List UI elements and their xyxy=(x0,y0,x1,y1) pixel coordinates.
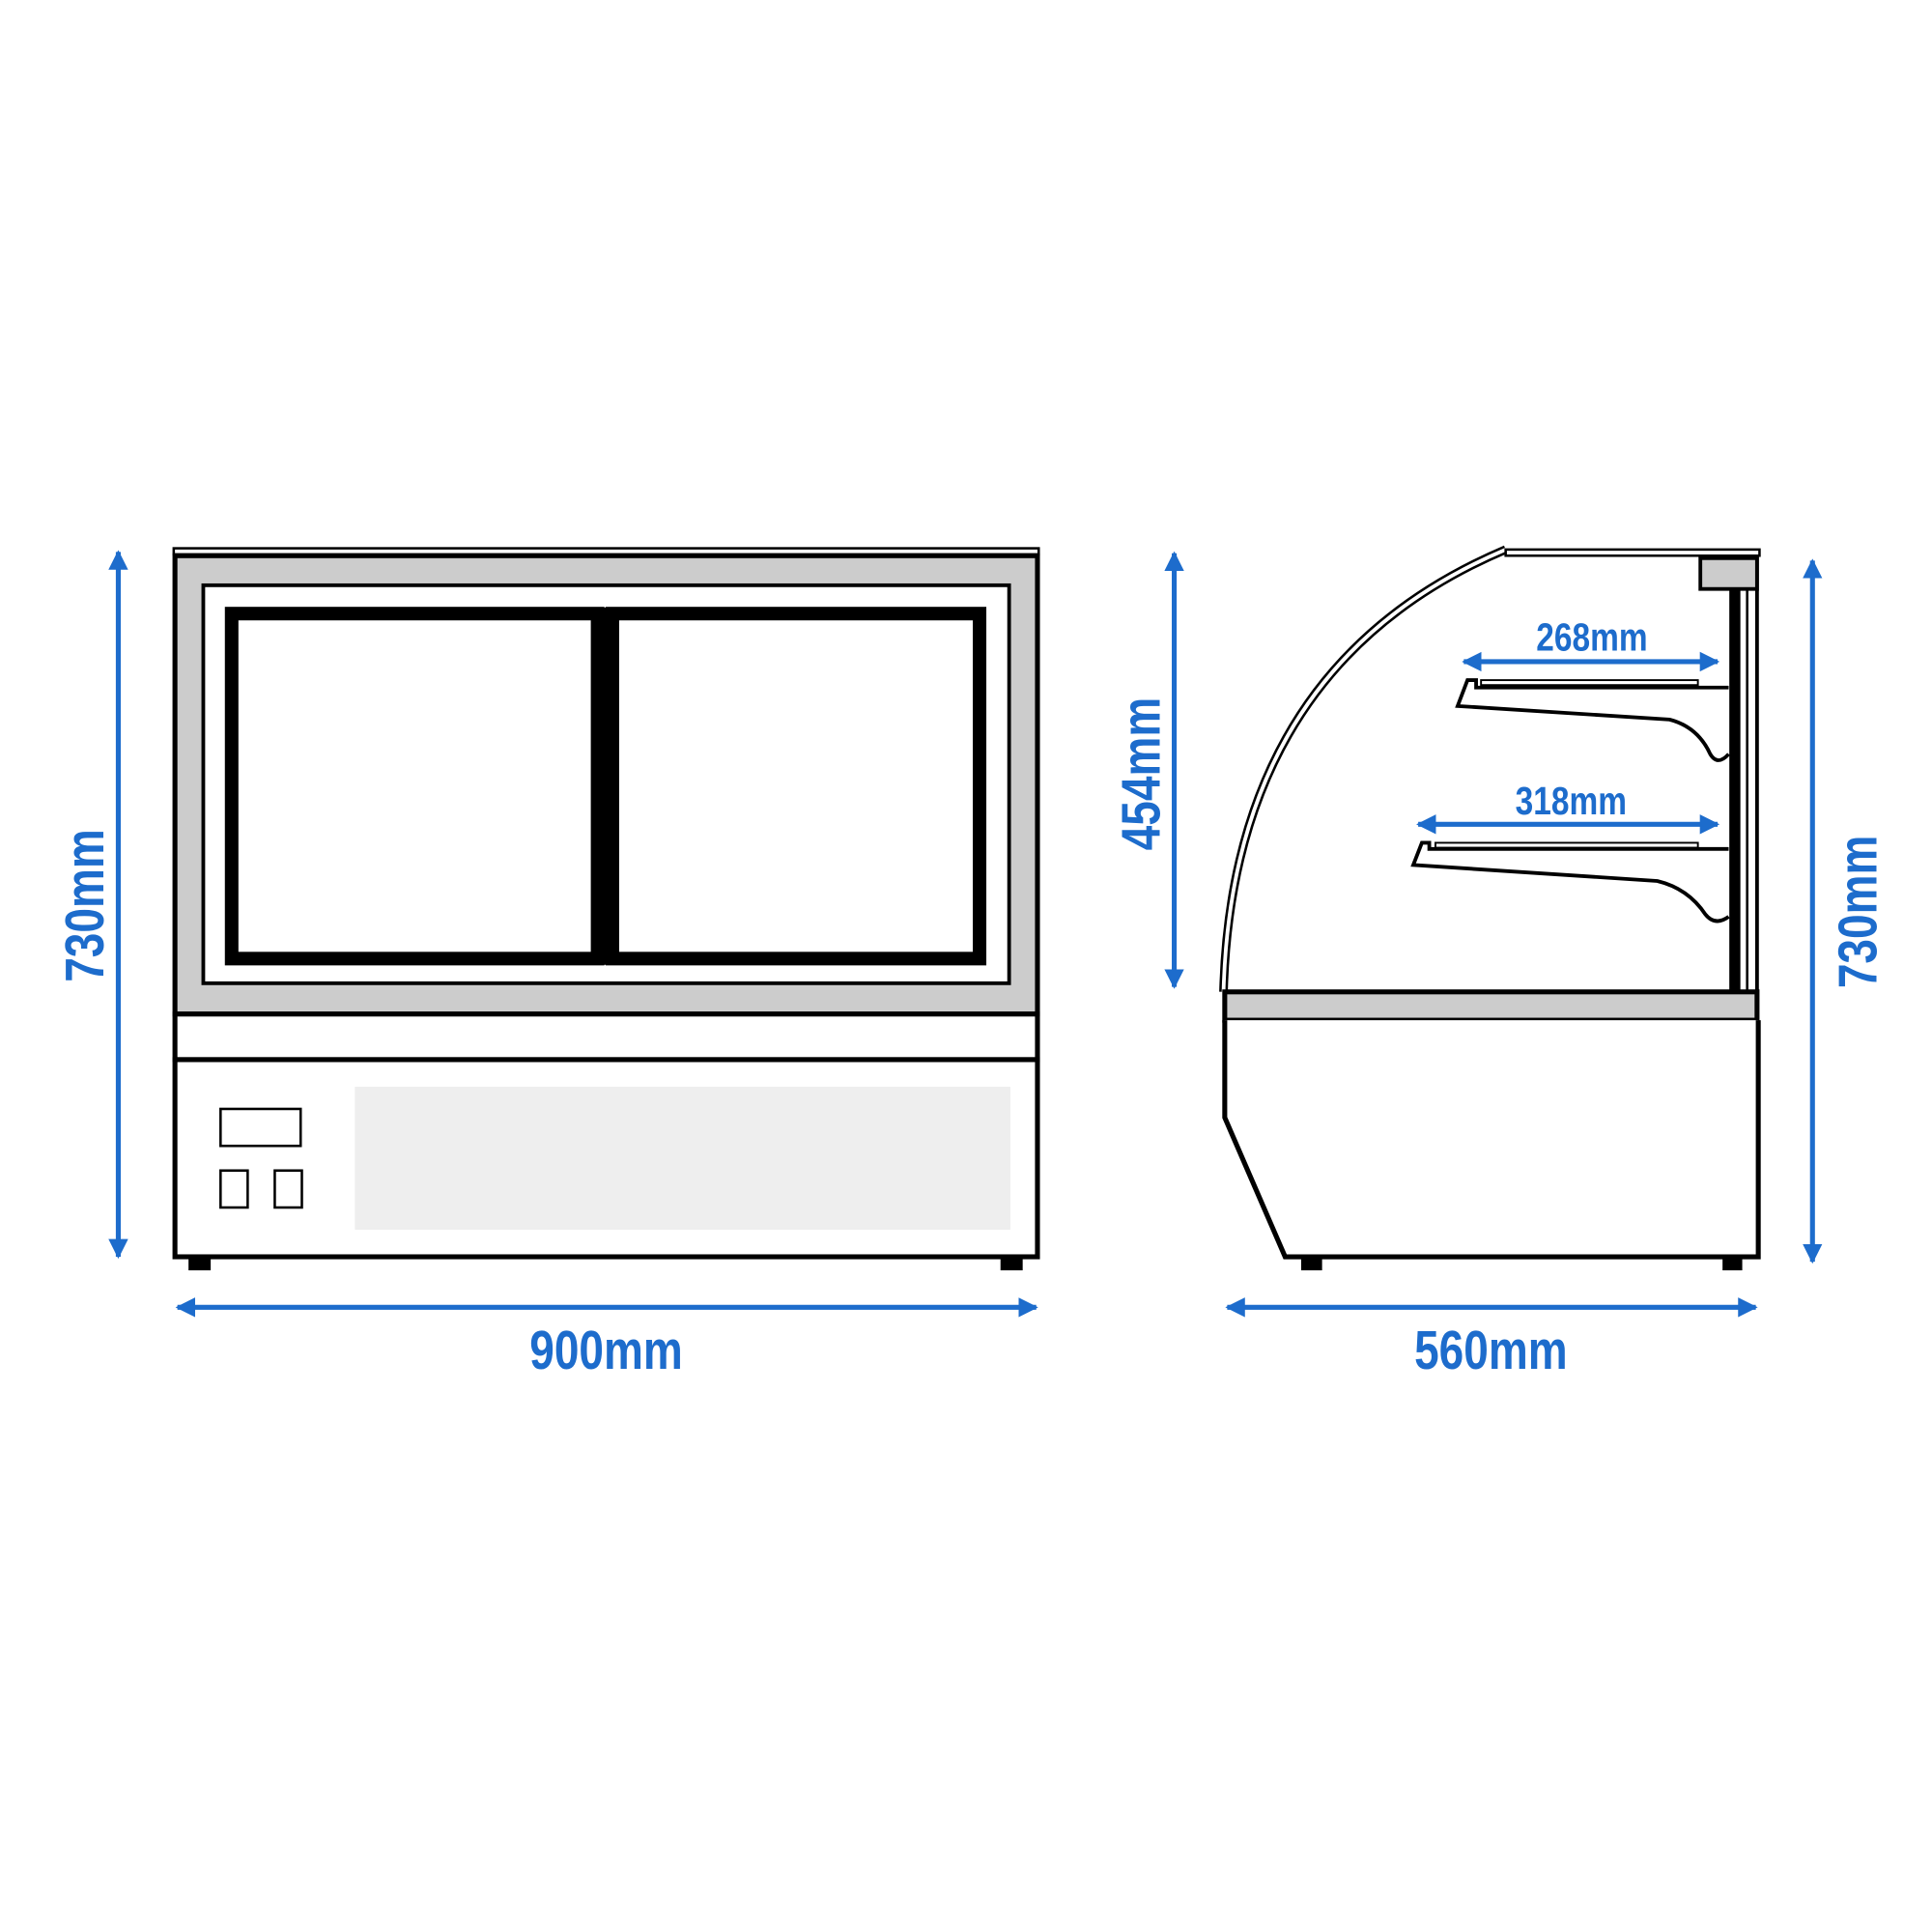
foot-back xyxy=(1722,1257,1743,1271)
lower-shelf xyxy=(1410,840,1730,923)
display-height-label: 454mm xyxy=(1111,697,1171,851)
upper-shelf-label: 268mm xyxy=(1536,614,1647,659)
top-glass-side xyxy=(1504,548,1761,557)
middle-strip xyxy=(172,1011,1040,1063)
front-height-label: 730mm xyxy=(55,829,115,982)
front-width-label: 900mm xyxy=(529,1321,683,1380)
base-band xyxy=(1222,989,1760,1023)
foot-front xyxy=(1300,1257,1322,1271)
sliding-door-left xyxy=(224,607,605,966)
lower-shelf-label: 318mm xyxy=(1516,779,1627,823)
lower-cabinet-side xyxy=(1222,1020,1761,1260)
front-view xyxy=(172,547,1040,1271)
side-dimensions xyxy=(1164,551,1823,1318)
front-dimensions xyxy=(108,550,1038,1318)
depth-label: 560mm xyxy=(1414,1321,1568,1380)
control-button-2 xyxy=(273,1169,303,1209)
curved-glass xyxy=(1219,545,1508,992)
light-housing xyxy=(1698,555,1759,591)
foot-left xyxy=(188,1257,212,1271)
side-view xyxy=(1219,545,1761,1271)
vent-panel xyxy=(355,1087,1010,1230)
temperature-display xyxy=(219,1107,302,1148)
sliding-door-right xyxy=(605,607,987,966)
upper-shelf xyxy=(1455,678,1730,762)
foot-right xyxy=(1000,1257,1023,1271)
side-height-label: 730mm xyxy=(1828,836,1888,989)
control-button-1 xyxy=(219,1169,249,1209)
